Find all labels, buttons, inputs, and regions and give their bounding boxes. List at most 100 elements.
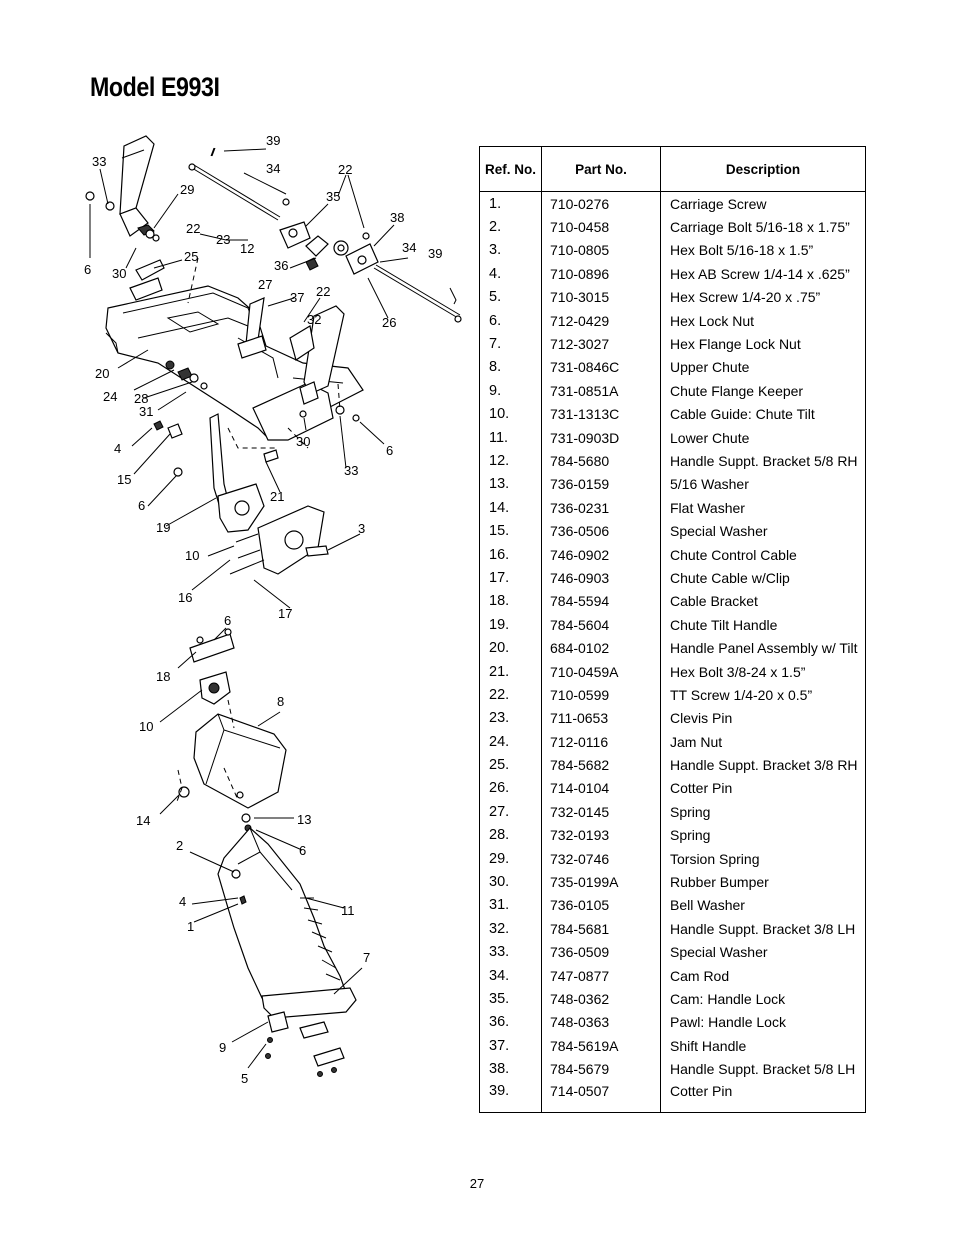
callout-39: 39	[428, 246, 442, 261]
header-description: Description	[660, 146, 866, 192]
page-number: 27	[469, 1176, 485, 1191]
cell-ref-no: 29.	[479, 846, 542, 871]
cell-part-no: 712-0116	[541, 729, 661, 754]
callout-27: 27	[258, 277, 272, 292]
cell-part-no: 746-0903	[541, 566, 661, 590]
cell-part-no: 784-5604	[541, 613, 661, 637]
cell-part-no: 732-0746	[541, 846, 661, 871]
cell-ref-no: 16.	[479, 542, 542, 567]
cell-ref-no: 14.	[479, 496, 542, 520]
cell-part-no: 714-0507	[541, 1080, 661, 1113]
cell-part-no: 784-5680	[541, 449, 661, 473]
callout-22: 22	[338, 162, 352, 177]
cell-description: Cotter Pin	[660, 776, 866, 801]
cell-part-no: 784-5619A	[541, 1034, 661, 1058]
callout-5: 5	[241, 1071, 248, 1086]
cell-part-no: 712-3027	[541, 332, 661, 356]
cell-description: Cam: Handle Lock	[660, 987, 866, 1011]
cell-description: Special Washer	[660, 940, 866, 964]
cell-ref-no: 1.	[479, 191, 542, 216]
cell-ref-no: 33.	[479, 940, 542, 964]
callout-33: 33	[92, 154, 106, 169]
callout-11: 11	[341, 903, 355, 918]
callout-35: 35	[326, 189, 340, 204]
cell-description: Bell Washer	[660, 893, 866, 918]
callout-26: 26	[382, 315, 396, 330]
cell-description: Special Washer	[660, 519, 866, 543]
cell-ref-no: 25.	[479, 753, 542, 777]
cell-part-no: 732-0193	[541, 823, 661, 847]
cell-ref-no: 20.	[479, 636, 542, 660]
cell-ref-no: 17.	[479, 566, 542, 590]
parts-list-table: Ref. No. Part No. Description 1.710-0276…	[479, 146, 866, 1113]
callout-9: 9	[219, 1040, 226, 1055]
cell-description: Hex Lock Nut	[660, 308, 866, 333]
callout-34: 34	[402, 240, 416, 255]
cell-description: Spring	[660, 800, 866, 824]
cell-part-no: 784-5594	[541, 589, 661, 614]
callout-7: 7	[363, 950, 370, 965]
cell-description: Hex Flange Lock Nut	[660, 332, 866, 356]
cell-ref-no: 21.	[479, 659, 542, 684]
callout-29: 29	[180, 182, 194, 197]
callout-6: 6	[84, 262, 91, 277]
callout-37: 37	[290, 290, 304, 305]
callout-36: 36	[274, 258, 288, 273]
cell-description: Handle Suppt. Bracket 5/8 LH	[660, 1057, 866, 1081]
callout-6: 6	[224, 613, 231, 628]
callout-32: 32	[307, 312, 321, 327]
cell-description: Shift Handle	[660, 1034, 866, 1058]
cell-description: Handle Suppt. Bracket 3/8 LH	[660, 917, 866, 941]
cell-ref-no: 12.	[479, 449, 542, 473]
callout-2: 2	[176, 838, 183, 853]
cell-part-no: 710-0805	[541, 238, 661, 263]
callout-24: 24	[103, 389, 117, 404]
callout-8: 8	[277, 694, 284, 709]
callout-4: 4	[114, 441, 121, 456]
cell-ref-no: 11.	[479, 425, 542, 450]
cell-ref-no: 30.	[479, 870, 542, 894]
cell-part-no: 732-0145	[541, 800, 661, 824]
callout-30: 30	[296, 434, 310, 449]
cell-description: 5/16 Washer	[660, 472, 866, 497]
callout-6: 6	[138, 498, 145, 513]
callout-13: 13	[297, 812, 311, 827]
callout-16: 16	[178, 590, 192, 605]
callout-33: 33	[344, 463, 358, 478]
callout-4: 4	[179, 894, 186, 909]
callout-38: 38	[390, 210, 404, 225]
callout-10: 10	[139, 719, 153, 734]
cell-ref-no: 24.	[479, 729, 542, 754]
cell-part-no: 711-0653	[541, 706, 661, 730]
cell-ref-no: 26.	[479, 776, 542, 801]
cell-part-no: 784-5681	[541, 917, 661, 941]
cell-description: Handle Panel Assembly w/ Tilt	[660, 636, 866, 660]
callout-19: 19	[156, 520, 170, 535]
cell-ref-no: 7.	[479, 332, 542, 356]
cell-ref-no: 36.	[479, 1010, 542, 1035]
callout-28: 28	[134, 391, 148, 406]
cell-description: Chute Flange Keeper	[660, 379, 866, 403]
cell-ref-no: 10.	[479, 402, 542, 426]
callout-3: 3	[358, 521, 365, 536]
cell-part-no: 784-5679	[541, 1057, 661, 1081]
